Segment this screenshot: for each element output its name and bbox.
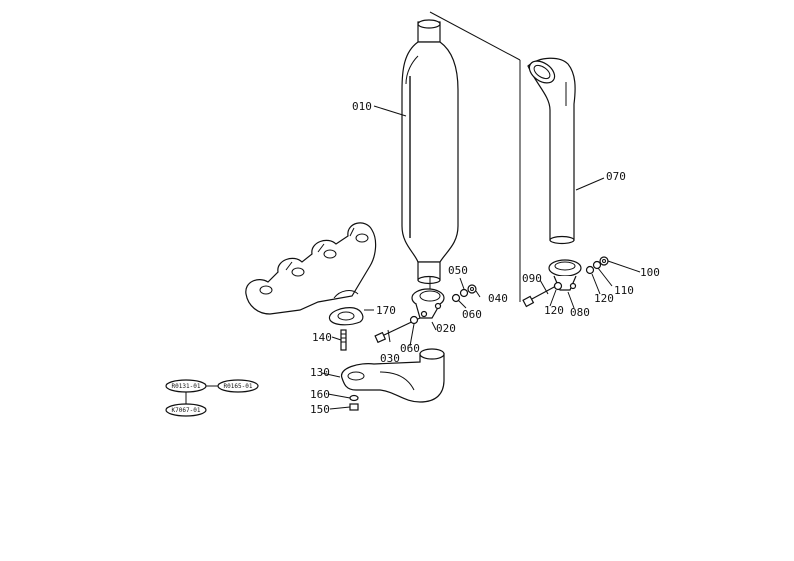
- part-label-130: 130: [310, 366, 330, 379]
- exhaust-manifold: [245, 222, 377, 315]
- tail-pipe-070[interactable]: [525, 57, 576, 245]
- part-label-090: 090: [522, 272, 542, 285]
- part-label-030: 030: [380, 352, 400, 365]
- muffler-010[interactable]: [401, 19, 459, 285]
- reference-label: K7067-01: [172, 407, 201, 414]
- washer-160[interactable]: [349, 394, 359, 402]
- gasket-170[interactable]: [328, 307, 364, 326]
- part-label-080: 080: [570, 306, 590, 319]
- spring-washer-050[interactable]: [459, 288, 469, 298]
- reference-box-2[interactable]: R0165-01: [217, 379, 259, 393]
- washer-060-upper[interactable]: [451, 293, 461, 303]
- spring-washer-110[interactable]: [592, 260, 602, 270]
- part-label-070: 070: [606, 170, 626, 183]
- bolt-090[interactable]: [522, 285, 557, 308]
- part-label-100: 100: [640, 266, 660, 279]
- nut-100[interactable]: [599, 256, 609, 266]
- part-label-140: 140: [312, 331, 332, 344]
- washer-120-upper[interactable]: [585, 265, 595, 275]
- part-label-010: 010: [352, 100, 372, 113]
- leader-lines: [321, 105, 641, 410]
- part-labels: 010 020 030 040 050 060 060 070 080 090 …: [310, 100, 660, 416]
- nut-150[interactable]: [349, 403, 359, 411]
- muffler-clamp-020[interactable]: [411, 288, 445, 319]
- reference-label: R0131-01: [172, 383, 201, 390]
- part-label-160: 160: [310, 388, 330, 401]
- part-label-150: 150: [310, 403, 330, 416]
- washer-120-lower[interactable]: [553, 281, 563, 291]
- part-label-120-left: 120: [544, 304, 564, 317]
- reference-box-3[interactable]: K7067-01: [165, 403, 207, 417]
- part-label-050: 050: [448, 264, 468, 277]
- reference-label: R0165-01: [224, 383, 253, 390]
- part-label-120-right: 120: [594, 292, 614, 305]
- part-label-170: 170: [376, 304, 396, 317]
- reference-box-1[interactable]: R0131-01: [165, 379, 207, 393]
- part-label-060-right: 060: [462, 308, 482, 321]
- part-label-060-left: 060: [400, 342, 420, 355]
- part-label-040: 040: [488, 292, 508, 305]
- part-label-110: 110: [614, 284, 634, 297]
- nut-040[interactable]: [467, 284, 477, 294]
- washer-060-lower[interactable]: [409, 315, 419, 325]
- tail-pipe-clamp-080[interactable]: [548, 259, 582, 291]
- stud-bolt-140[interactable]: [340, 329, 347, 351]
- exhaust-elbow-130[interactable]: [341, 348, 445, 403]
- part-label-020: 020: [436, 322, 456, 335]
